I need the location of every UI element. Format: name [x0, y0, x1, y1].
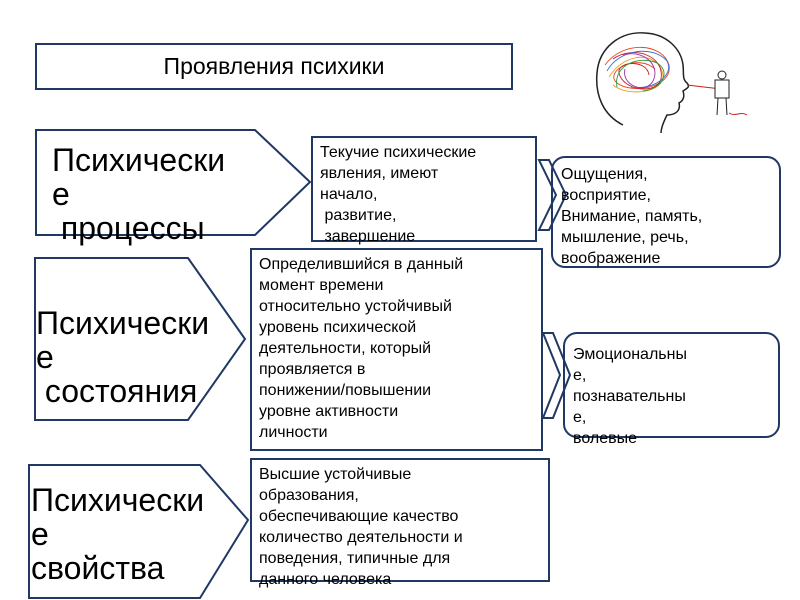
description-box-processes: Текучие психические явления, имеют начал…: [311, 136, 537, 242]
page-title: Проявления психики: [35, 43, 513, 90]
description-box-properties: Высшие устойчивые образования, обеспечив…: [250, 458, 550, 582]
category-label-properties: Психически е свойства: [31, 483, 204, 585]
description-box-states: Определившийся в данный момент времени о…: [250, 248, 543, 451]
category-label-processes: Психически е процессы: [52, 143, 225, 245]
examples-box-states: Эмоциональны е, познавательны е, волевые: [563, 332, 780, 438]
examples-box-processes: Ощущения, восприятие, Внимание, память, …: [551, 156, 781, 268]
head-thinking-illustration: [583, 25, 758, 135]
category-label-states: Психически е состояния: [36, 306, 209, 408]
